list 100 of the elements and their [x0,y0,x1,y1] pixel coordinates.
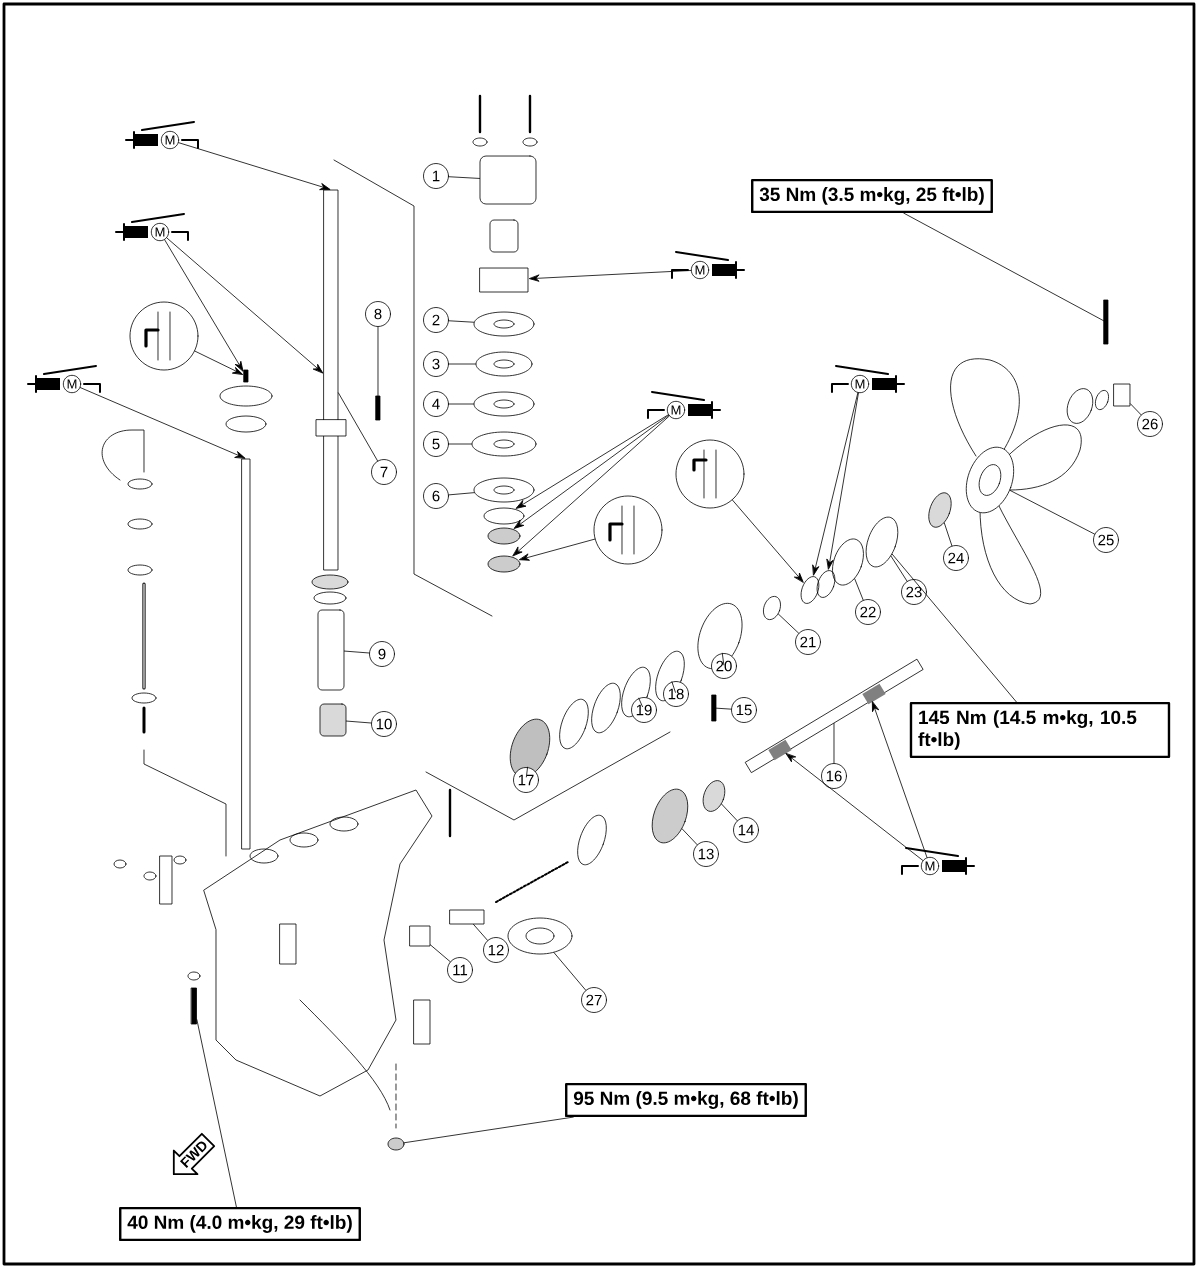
leader-line [854,578,864,601]
drive-shaft [315,189,347,571]
leader-line [833,723,835,764]
torque-box: 40 Nm (4.0 m•kg, 29 ft•lb) [119,1206,361,1242]
leader-line [196,1019,237,1208]
leader-line [430,944,451,963]
pin [711,694,717,722]
torque-box: 145 Nm (14.5 m•kg, 10.5 ft•lb) [909,701,1171,759]
oil-seal [816,570,836,598]
leader-line [346,720,372,724]
cotter-pin [1103,299,1109,345]
leader-arrow [164,239,244,372]
leader-arrow [871,701,928,858]
cover-plate [279,923,297,965]
cover-plate [159,855,173,905]
shim [559,698,589,750]
leader-arrow [826,392,859,570]
leader-line [681,828,698,846]
leader-line [448,363,476,365]
leader-line [1009,489,1095,535]
leader-arrow [166,237,324,374]
leader-line [671,681,676,693]
impeller [479,267,529,293]
shift-rod [241,458,251,850]
pump-plate [473,311,535,337]
nut [1113,383,1131,407]
shim [577,814,607,866]
shift-plunger [449,909,485,925]
cover-plate [413,999,431,1045]
pin [375,395,381,421]
pump-plate [471,431,537,457]
leader-arrow [512,415,670,557]
dog-clutch [702,780,726,812]
leader-line [448,176,480,179]
bolt [243,369,249,383]
washer [1095,390,1109,410]
magnifier-inset [675,439,745,509]
bolt [191,987,197,1025]
leader-arrow [812,392,859,576]
leader-arrow [79,387,246,459]
shift-rod-cover [219,385,273,407]
thrust-washer [928,492,952,528]
leader-arrow [732,499,804,583]
o-ring [225,415,267,433]
leader-line [943,522,953,547]
nut [387,1137,405,1151]
leader-line [638,697,643,708]
leader-line [721,652,725,666]
leader-line [553,952,587,991]
oil-seal [800,576,820,604]
oil-seal [487,555,521,573]
leader-line [777,613,799,634]
pump-plate [473,477,535,503]
leader-line [890,555,908,582]
leader-line [716,707,732,710]
leader-line [891,553,1017,703]
propeller [950,358,1082,605]
leader-line [473,924,488,941]
bushing [763,596,781,620]
ring-nut [865,516,899,568]
oil-seal [487,527,521,545]
pump-plate [473,391,535,417]
leader-arrow [785,753,924,861]
o-ring [483,507,525,525]
shift-cam [409,925,431,947]
leader-line [377,326,379,396]
shim [591,682,621,734]
bearing [319,703,347,737]
anode [507,917,573,955]
leader-line [448,492,475,496]
pump-housing [479,155,537,205]
leader-line [525,766,528,778]
leader-line [721,803,738,821]
magnifier-inset [129,301,199,371]
leader-line [338,392,378,462]
washer [1066,388,1094,424]
leader-arrow [516,414,669,509]
pump-plate [475,351,533,377]
torque-box: 35 Nm (3.5 m•kg, 25 ft•lb) [751,178,993,214]
leader-line [448,443,472,445]
leader-arrow [519,538,596,561]
leader-line [448,320,475,323]
sleeve [317,609,345,691]
leader-line [403,1116,574,1144]
forward-gear [651,788,689,844]
leader-arrow [514,415,670,529]
magnifier-inset [593,495,663,565]
shim [311,574,349,590]
pump-insert [489,219,519,253]
circlip [832,538,864,586]
torque-box: 95 Nm (9.5 m•kg, 68 ft•lb) [565,1082,807,1118]
leader-line [344,650,370,654]
leader-line [448,403,474,405]
leader-line [903,212,1104,322]
shim [313,591,347,605]
leader-arrow [178,142,331,190]
leader-line [1130,403,1142,416]
shim [621,666,651,718]
leader-arrow [194,350,243,375]
shim [655,650,685,702]
